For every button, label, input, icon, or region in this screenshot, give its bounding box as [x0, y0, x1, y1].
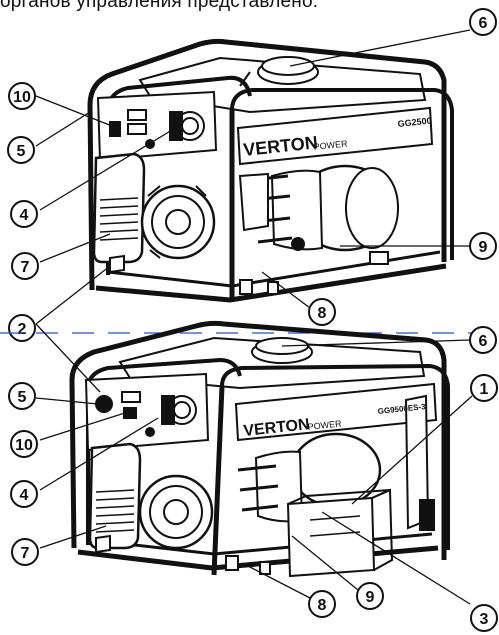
- svg-text:8: 8: [318, 305, 327, 322]
- callout-4-bottom: 4: [10, 480, 38, 508]
- svg-text:6: 6: [479, 333, 488, 350]
- svg-text:5: 5: [18, 389, 27, 406]
- callout-5-bottom: 5: [8, 382, 36, 410]
- svg-text:4: 4: [20, 487, 29, 504]
- switch: [109, 121, 121, 137]
- callout-6-top: 6: [469, 8, 497, 36]
- callout-4-top: 4: [10, 200, 38, 228]
- caption-text: органов управления представлено:: [0, 0, 319, 12]
- callout-2: 2: [8, 314, 36, 342]
- svg-text:5: 5: [17, 143, 26, 160]
- svg-text:7: 7: [21, 545, 30, 562]
- callout-3: 3: [470, 604, 498, 632]
- svg-text:7: 7: [21, 259, 30, 276]
- svg-text:10: 10: [15, 437, 33, 454]
- svg-text:9: 9: [479, 239, 488, 256]
- brand-suffix-top: POWER: [313, 138, 348, 152]
- model-name-top: GG2500: [397, 115, 432, 129]
- frame-front-right: [230, 88, 454, 260]
- callouts-bottom: 5 10 4 7 6 1 9: [8, 326, 498, 632]
- control-panel-b: [84, 372, 210, 452]
- callout-5-top: 5: [7, 136, 35, 164]
- leaders-top: [35, 29, 471, 325]
- callout-8-top: 8: [308, 298, 336, 326]
- callout-7-top: 7: [11, 252, 39, 280]
- svg-text:10: 10: [13, 89, 31, 106]
- frame-top-left-b: [69, 320, 447, 560]
- callout-1: 1: [470, 374, 498, 402]
- leaders-bottom: [35, 323, 473, 605]
- svg-text:1: 1: [480, 381, 489, 398]
- callout-10-top: 10: [8, 82, 36, 110]
- svg-text:8: 8: [318, 597, 327, 614]
- svg-text:9: 9: [366, 589, 375, 606]
- generator-top: [87, 38, 454, 303]
- frame-top-left: [87, 38, 447, 291]
- callout-10-bottom: 10: [10, 430, 38, 458]
- callout-9-bottom: 9: [356, 582, 384, 610]
- svg-text:2: 2: [18, 321, 27, 338]
- callout-9-top: 9: [469, 232, 497, 260]
- switch-b: [95, 395, 113, 413]
- svg-text:3: 3: [480, 611, 489, 628]
- callout-6-bottom: 6: [469, 326, 497, 354]
- brand-panel: [236, 106, 434, 166]
- callout-7-bottom: 7: [11, 538, 39, 566]
- svg-text:6: 6: [479, 15, 488, 32]
- callouts-top: 10 5 4 7 2 6 9: [7, 8, 497, 342]
- generator-bottom: [69, 320, 450, 578]
- callout-8-bottom: 8: [308, 590, 336, 618]
- brand-suffix-bottom: POWER: [307, 418, 342, 432]
- brand-name-bottom: VERTON: [243, 416, 311, 440]
- svg-text:4: 4: [20, 207, 29, 224]
